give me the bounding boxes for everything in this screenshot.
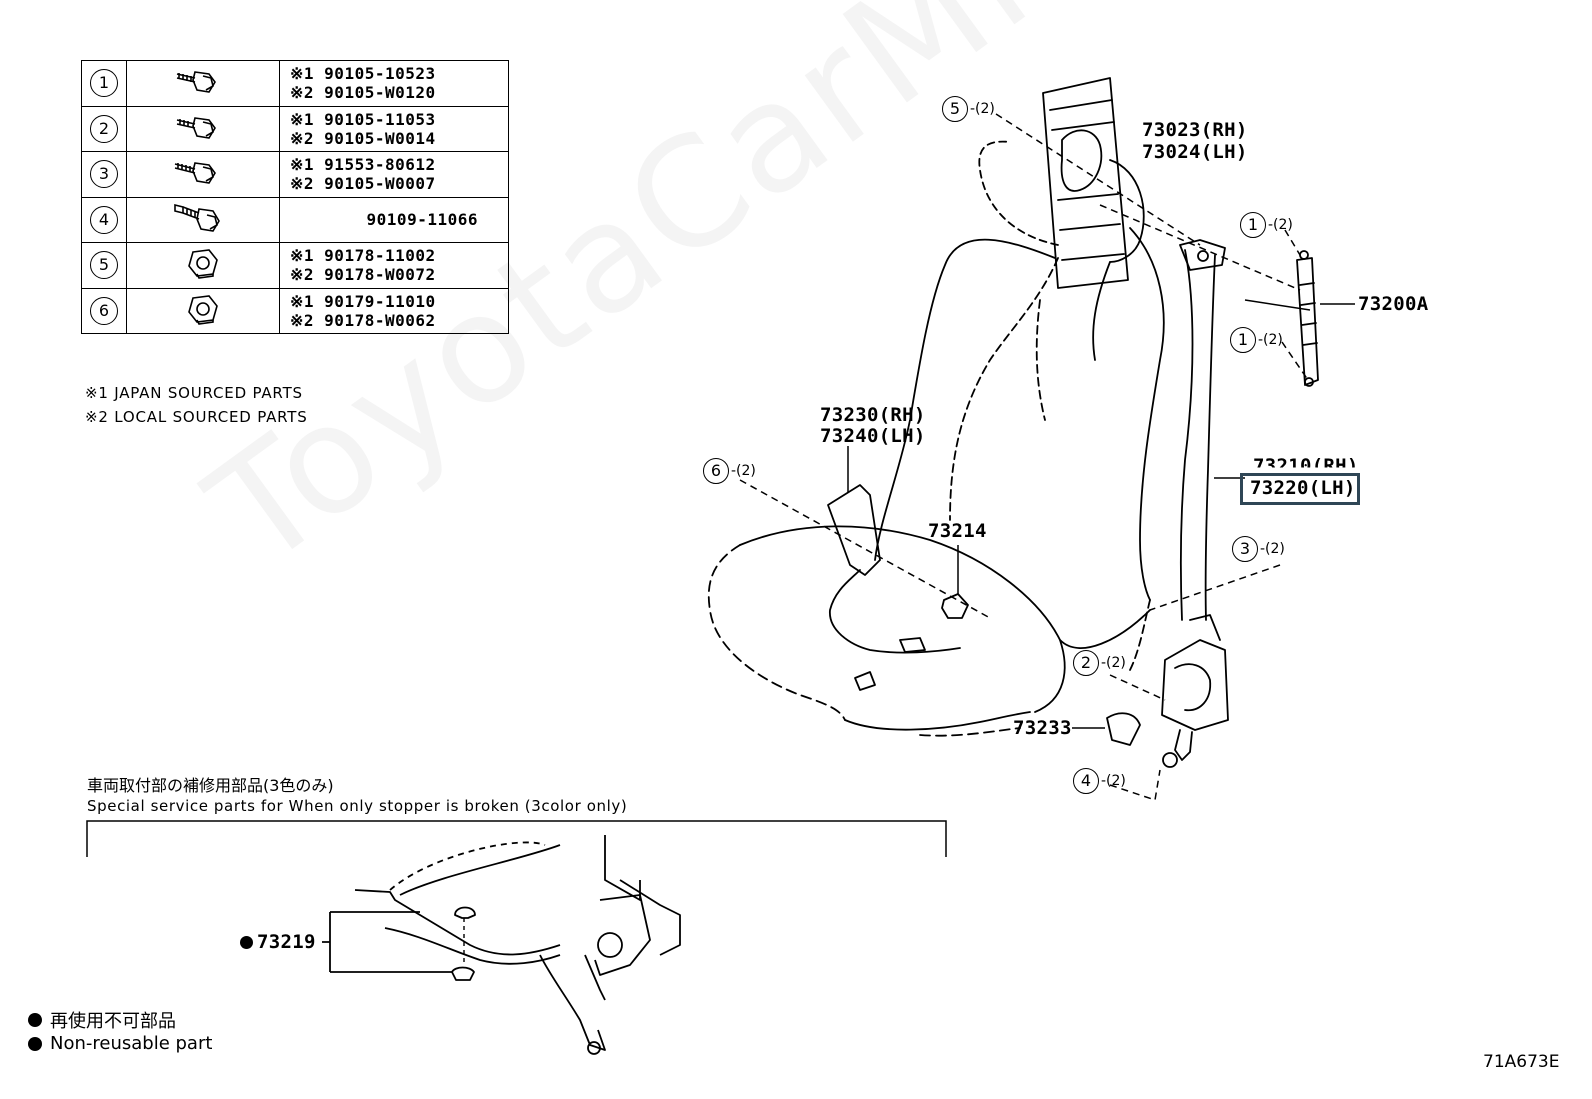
item-number: 6 bbox=[90, 296, 118, 325]
fastener-parts-table: 1 ※1 90105-10523※2 90105-W0120 2 ※1 9010… bbox=[81, 60, 509, 334]
label-73230-rh: 73230(RH) bbox=[820, 404, 926, 426]
clip-73214 bbox=[941, 593, 969, 619]
legend-jp: 再使用不可部品 bbox=[28, 1007, 176, 1033]
callout-5: 5-(2) bbox=[942, 96, 995, 122]
diagram-code: 71A673E bbox=[1483, 1052, 1560, 1072]
part-number-line: ※1 90178-11002 bbox=[290, 246, 436, 266]
note-local-sourced: ※2 LOCAL SOURCED PARTS bbox=[85, 408, 308, 426]
callout-3: 3-(2) bbox=[1232, 536, 1285, 562]
bolt-icon bbox=[176, 71, 216, 94]
anchor-adjuster bbox=[1296, 257, 1319, 386]
label-73220-lh: 73220(LH) bbox=[1250, 477, 1356, 499]
item-number: 4 bbox=[90, 205, 118, 234]
table-row: 5 ※1 90178-11002※2 90178-W0072 bbox=[81, 242, 509, 289]
part-number-line: ※2 90105-W0014 bbox=[290, 128, 436, 148]
non-reusable-dot-icon bbox=[28, 1013, 42, 1027]
item-number: 2 bbox=[90, 114, 118, 143]
bolt-icon bbox=[176, 116, 216, 139]
table-row: 6 ※1 90179-11010※2 90178-W0062 bbox=[81, 287, 509, 334]
part-number-line: 90109-11066 bbox=[366, 210, 478, 230]
non-reusable-dot-icon bbox=[28, 1036, 42, 1051]
note-japan-sourced: ※1 JAPAN SOURCED PARTS bbox=[85, 384, 303, 402]
table-row: 1 ※1 90105-10523※2 90105-W0120 bbox=[81, 60, 509, 107]
special-parts-title-en: Special service parts for When only stop… bbox=[87, 797, 628, 815]
highlight-box bbox=[1240, 473, 1360, 505]
seat-back-outline bbox=[978, 140, 1059, 246]
part-number-line: ※1 90105-11053 bbox=[290, 109, 436, 129]
callout-1-lower: 1-(2) bbox=[1230, 327, 1283, 353]
label-73210-rh: 73210(RH) bbox=[1253, 455, 1359, 477]
nut-icon bbox=[188, 294, 218, 325]
part-number-line: ※1 90179-11010 bbox=[290, 291, 436, 311]
special-parts-title-jp: 車両取付部の補修用部品(3色のみ) bbox=[87, 776, 334, 795]
cover-73233 bbox=[1106, 712, 1141, 746]
item-number: 1 bbox=[90, 69, 118, 98]
non-reusable-dot-icon bbox=[240, 936, 253, 949]
callout-6: 6-(2) bbox=[703, 458, 756, 484]
nut-icon bbox=[188, 249, 218, 280]
headrest-outline bbox=[1109, 159, 1145, 263]
label-73233: 73233 bbox=[1013, 717, 1072, 739]
label-73200A: 73200A bbox=[1358, 293, 1429, 315]
pillar-trim bbox=[1042, 77, 1129, 289]
label-73214: 73214 bbox=[928, 520, 987, 542]
label-73023-rh: 73023(RH) bbox=[1142, 119, 1248, 141]
legend-en: Non-reusable part bbox=[28, 1033, 212, 1054]
label-73024-lh: 73024(LH) bbox=[1142, 141, 1248, 163]
retractor bbox=[1161, 639, 1229, 731]
part-number-line: ※2 90105-W0120 bbox=[290, 83, 436, 103]
table-row: 4 90109-11066 bbox=[81, 196, 509, 243]
label-73219: 73219 bbox=[240, 932, 316, 953]
part-number-line: ※2 90178-W0062 bbox=[290, 310, 436, 330]
callout-2: 2-(2) bbox=[1073, 650, 1126, 676]
label-73240-lh: 73240(LH) bbox=[820, 425, 926, 447]
part-number-line: ※1 91553-80612 bbox=[290, 155, 436, 175]
belt-strap bbox=[1179, 249, 1194, 621]
item-number: 5 bbox=[90, 251, 118, 280]
callout-1-upper: 1-(2) bbox=[1240, 212, 1293, 238]
bolt-icon bbox=[174, 203, 220, 232]
seat-cushion-outline bbox=[739, 525, 1151, 649]
bolt-icon bbox=[174, 162, 216, 185]
part-number-line: ※2 90178-W0072 bbox=[290, 265, 436, 285]
part-number-line: ※1 90105-10523 bbox=[290, 64, 436, 84]
item-number: 3 bbox=[90, 160, 118, 189]
callout-4: 4-(2) bbox=[1073, 768, 1126, 794]
part-number-line: ※2 90105-W0007 bbox=[290, 174, 436, 194]
buckle-assembly bbox=[827, 484, 881, 576]
label-73219-text: 73219 bbox=[257, 931, 316, 953]
stopper-detail-drawing bbox=[322, 835, 681, 1055]
